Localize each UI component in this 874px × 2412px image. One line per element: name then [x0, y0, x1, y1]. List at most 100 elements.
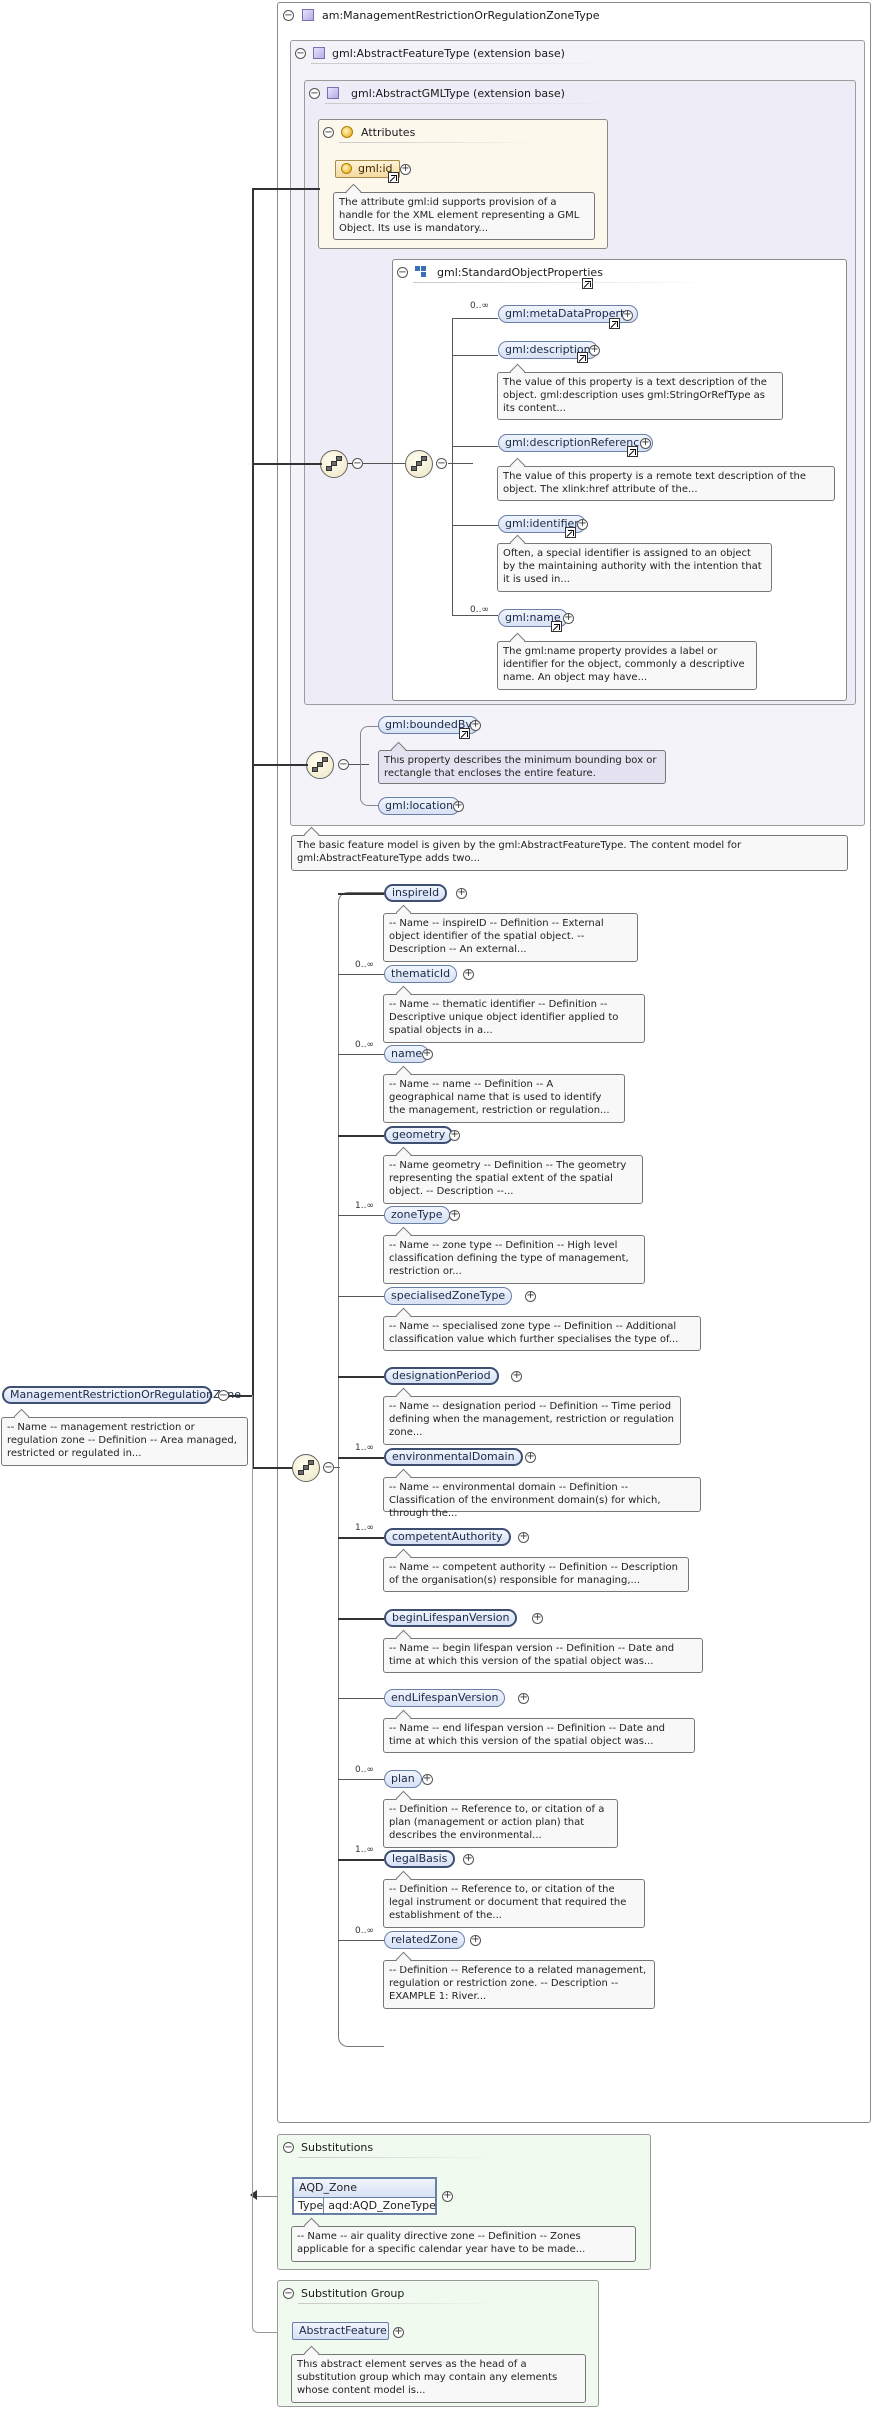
- connector: [452, 318, 453, 615]
- collapse-toggle[interactable]: −: [309, 88, 320, 99]
- expand-icon[interactable]: +: [518, 1531, 530, 1543]
- expand-icon[interactable]: +: [453, 800, 464, 812]
- expand-icon[interactable]: +: [449, 1129, 461, 1141]
- external-link-icon[interactable]: [388, 172, 399, 183]
- connector: [338, 1779, 384, 1780]
- gml-id-doc: The attribute gml:id supports provision …: [333, 192, 595, 240]
- expand-icon[interactable]: +: [470, 719, 481, 731]
- expand-icon[interactable]: +: [400, 163, 411, 175]
- collapse-toggle[interactable]: −: [436, 458, 447, 469]
- connector: [229, 1395, 254, 1397]
- substitution-group-connector: [252, 1395, 292, 2333]
- connector: [252, 1467, 292, 1469]
- expand-icon[interactable]: +: [449, 1209, 461, 1221]
- prop-specialised-zone-type[interactable]: specialisedZoneType: [384, 1287, 513, 1305]
- expand-icon[interactable]: +: [563, 612, 574, 624]
- prop-metadataproperty[interactable]: gml:metaDataProperty: [498, 305, 638, 323]
- prop-description-reference[interactable]: gml:descriptionReference: [498, 434, 654, 452]
- collapse-toggle[interactable]: −: [338, 759, 349, 770]
- prop-competent-authority[interactable]: competentAuthority: [384, 1528, 511, 1546]
- sequence-bracket: [338, 892, 384, 2047]
- gml-id-attribute[interactable]: gml:id: [335, 160, 400, 178]
- prop-identifier[interactable]: gml:identifier: [498, 515, 586, 533]
- external-link-icon[interactable]: [551, 621, 562, 632]
- sequence-compositor-icon: [320, 450, 348, 478]
- prop-zone-type[interactable]: zoneType: [384, 1206, 450, 1224]
- collapse-toggle[interactable]: −: [352, 458, 363, 469]
- prop-environmental-domain[interactable]: environmentalDomain: [384, 1448, 523, 1466]
- collapse-toggle[interactable]: −: [295, 48, 306, 59]
- expand-icon[interactable]: +: [469, 1934, 481, 1946]
- cardinality: 0..∞: [355, 960, 374, 970]
- connector: [452, 446, 498, 447]
- external-link-icon[interactable]: [582, 278, 593, 289]
- prop-geometry[interactable]: geometry: [384, 1126, 454, 1144]
- collapse-toggle[interactable]: −: [283, 2142, 294, 2153]
- root-element[interactable]: ManagementRestrictionOrRegulationZone: [2, 1386, 241, 1404]
- prop-designation-period[interactable]: designationPeriod: [384, 1367, 499, 1385]
- prop-legal-basis[interactable]: legalBasis: [384, 1850, 456, 1868]
- expand-icon[interactable]: +: [577, 518, 588, 530]
- external-link-icon[interactable]: [459, 728, 470, 739]
- expand-icon[interactable]: +: [456, 887, 468, 899]
- expand-icon[interactable]: +: [589, 344, 600, 356]
- prop-doc: -- Name -- begin lifespan version -- Def…: [383, 1638, 703, 1673]
- expand-icon[interactable]: +: [525, 1290, 537, 1302]
- connector: [338, 1457, 384, 1459]
- expand-icon[interactable]: +: [442, 2190, 453, 2202]
- external-link-icon[interactable]: [565, 527, 576, 538]
- prop-thematic-id[interactable]: thematicId: [384, 965, 458, 983]
- expand-icon[interactable]: +: [421, 1773, 433, 1785]
- expand-icon[interactable]: +: [525, 1451, 537, 1463]
- title-rule: [298, 2157, 498, 2158]
- choice-bracket: [360, 726, 382, 806]
- prop-plan[interactable]: plan: [384, 1770, 422, 1788]
- title-rule: [413, 282, 713, 283]
- type-name: am:ManagementRestrictionOrRegulationZone…: [322, 9, 600, 22]
- connector: [338, 1940, 384, 1941]
- prop-doc: -- Name -- specialised zone type -- Defi…: [383, 1316, 701, 1351]
- attributes-title: Attributes: [361, 126, 416, 139]
- collapse-toggle[interactable]: −: [218, 1390, 229, 1401]
- collapse-toggle[interactable]: −: [397, 267, 408, 278]
- expand-icon[interactable]: +: [463, 1853, 474, 1865]
- abstract-feature-element[interactable]: AbstractFeature: [292, 2322, 389, 2340]
- root-doc: -- Name -- management restriction or reg…: [1, 1417, 248, 1466]
- prop-doc: -- Name -- thematic identifier -- Defini…: [383, 994, 645, 1043]
- expand-icon[interactable]: +: [532, 1612, 543, 1624]
- type-label: Type: [294, 2198, 325, 2214]
- prop-doc: -- Name -- zone type -- Definition -- Hi…: [383, 1235, 645, 1284]
- connector: [252, 764, 308, 766]
- prop-location[interactable]: gml:location: [378, 797, 461, 815]
- prop-inspire-id[interactable]: inspireId: [384, 884, 448, 902]
- aqd-zone-element[interactable]: AQD_Zone Type aqd:AQD_ZoneType: [292, 2177, 437, 2215]
- cardinality: 0..∞: [355, 1926, 374, 1936]
- connector: [338, 893, 384, 895]
- expand-icon[interactable]: +: [518, 1692, 530, 1704]
- prop-related-zone[interactable]: relatedZone: [384, 1931, 465, 1949]
- prop-begin-lifespan-version[interactable]: beginLifespanVersion: [384, 1609, 518, 1627]
- external-link-icon[interactable]: [577, 352, 588, 363]
- name-doc: The gml:name property provides a label o…: [497, 641, 757, 690]
- expand-icon[interactable]: +: [393, 2326, 404, 2338]
- complex-type-icon: [327, 87, 339, 99]
- group-icon: [415, 266, 427, 278]
- prop-end-lifespan-version[interactable]: endLifespanVersion: [384, 1689, 506, 1707]
- collapse-toggle[interactable]: −: [323, 1462, 334, 1473]
- connector: [252, 463, 322, 465]
- expand-icon[interactable]: +: [640, 437, 651, 449]
- collapse-toggle[interactable]: −: [283, 2288, 294, 2299]
- gml-type-title: gml:AbstractGMLType (extension base): [351, 87, 565, 100]
- collapse-toggle[interactable]: −: [283, 10, 294, 21]
- collapse-toggle[interactable]: −: [323, 127, 334, 138]
- expand-icon[interactable]: +: [511, 1370, 523, 1382]
- prop-doc: -- Definition -- Reference to, or citati…: [383, 1799, 618, 1848]
- external-link-icon[interactable]: [627, 446, 638, 457]
- prop-name[interactable]: name: [384, 1045, 430, 1063]
- expand-icon[interactable]: +: [421, 1048, 433, 1060]
- external-link-icon[interactable]: [609, 318, 620, 329]
- expand-icon[interactable]: +: [463, 968, 474, 980]
- prop-bounded-by[interactable]: gml:boundedBy: [378, 716, 479, 734]
- cardinality: 1..∞: [355, 1523, 374, 1533]
- expand-icon[interactable]: +: [622, 309, 633, 321]
